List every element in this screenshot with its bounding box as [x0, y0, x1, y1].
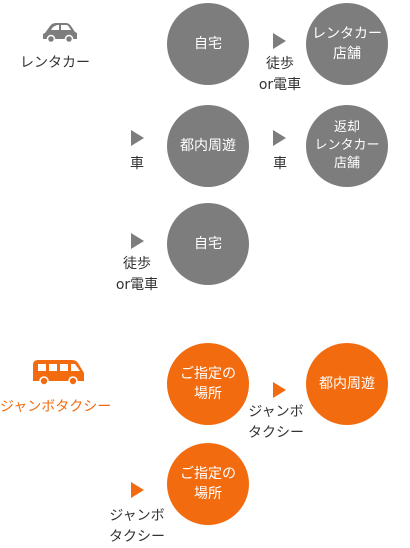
rental-return-node: 返却 レンタカー 店舗: [306, 105, 388, 187]
van-icon: [33, 360, 84, 386]
arrow-right-icon: [131, 482, 144, 498]
rental-shop-node: レンタカー 店舗: [306, 3, 388, 85]
jumbo-taxi-return-label: ジャンボ タクシー: [109, 508, 165, 545]
jumbo-tour-node: 都内周遊: [306, 343, 388, 425]
jumbo-taxi-label: ジャンボ タクシー: [248, 404, 304, 441]
car-icon: [43, 23, 77, 44]
rental-home-start-node: 自宅: [167, 3, 249, 85]
jumbo-label: ジャンボタクシー: [0, 399, 112, 415]
rental-car-out-label: 車: [273, 156, 287, 172]
rental-tour-node: 都内周遊: [167, 105, 249, 187]
jumbo-pickup-node: ご指定の 場所: [167, 343, 249, 425]
rental-car-in-label: 車: [130, 156, 144, 172]
jumbo-dropoff-node: ご指定の 場所: [167, 443, 249, 525]
arrow-right-icon: [273, 130, 286, 146]
arrow-right-icon: [273, 33, 286, 49]
rental-walk-train-label: 徒歩 or電車: [258, 56, 302, 93]
arrow-right-icon: [131, 130, 144, 146]
arrow-right-icon: [131, 233, 144, 249]
rental-walk-train-return-label: 徒歩 or電車: [115, 256, 159, 293]
rental-label: レンタカー: [20, 55, 90, 71]
rental-home-end-node: 自宅: [167, 203, 249, 285]
arrow-right-icon: [273, 382, 286, 398]
